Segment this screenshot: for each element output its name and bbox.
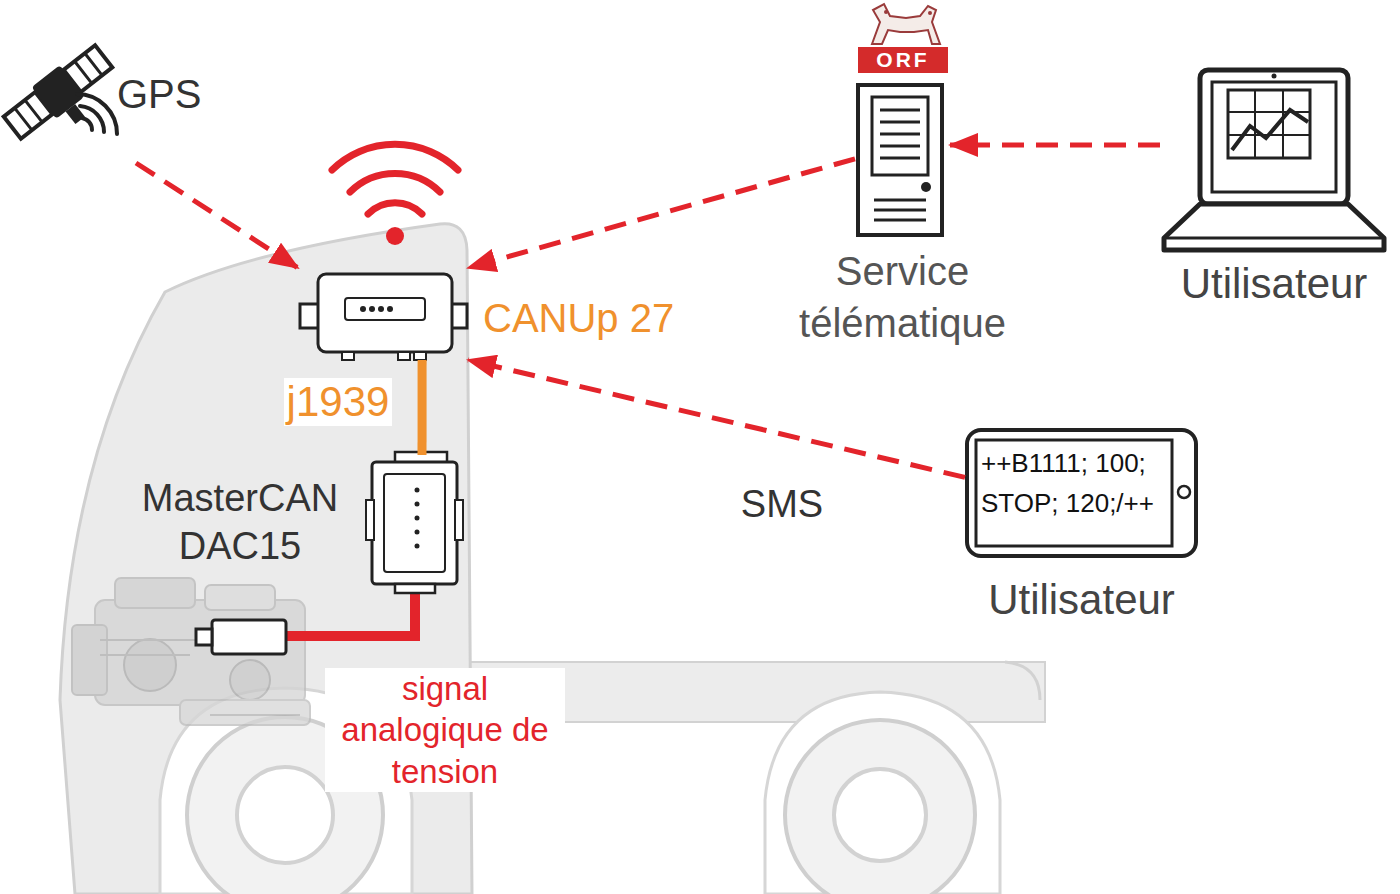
connector-label: SMS [738,483,826,527]
node-title: Utilisateur [1160,260,1388,308]
truck-illustration [60,224,1045,894]
wireless-symbol [332,144,458,245]
wheel-hub [237,767,333,863]
node-title: MasterCAN DAC15 [120,475,360,570]
analog-wire [284,592,415,636]
truck-cab [60,224,472,894]
gps-satellite: GPS [0,15,200,163]
server-icon [858,85,942,235]
engine-illustration [72,578,310,725]
j1939-bus [418,360,427,455]
led-dot [415,502,420,507]
orf-dog-logo [872,4,940,44]
led-dot [415,488,420,493]
node-title: GPS [117,71,207,117]
gps-satellite-icon [0,41,126,157]
wheel-hub [834,769,926,861]
truck-edge [1005,662,1040,700]
led-dot [415,516,420,521]
node-caption: Utilisateur [965,576,1198,624]
led-dot [415,544,420,549]
sms-arrow [468,360,965,477]
user-request-arrow [950,142,1160,147]
node-title: ++B1111; 100; STOP; 120;/++ [981,443,1163,524]
canup-device-box: CANUp 27 [298,268,468,360]
node-title: Service télématique [765,245,1040,349]
gps-arrow [136,163,298,268]
node-title: CANUp 27 [483,295,713,341]
gps-signal-symbol [77,94,117,134]
orf-badge-text: ORF [858,47,948,73]
canup-device [300,274,467,360]
led-dot [415,530,420,535]
laptop-user: Utilisateur [1160,66,1388,254]
phone-user: ++B1111; 100; STOP; 120;/++Utilisateur [965,428,1198,558]
phone-icon [967,430,1196,556]
wheel [785,720,975,894]
signal-type-note: signal analogique de tension [325,668,565,792]
connector-label: j1939 [284,378,393,426]
sensor-symbol [196,620,286,654]
dac15-device-box: MasterCAN DAC15 [370,455,460,593]
laptop-icon [1164,70,1384,250]
dac15-device [366,452,463,593]
orf-badge [858,47,948,73]
telematics-arrow [468,159,855,268]
